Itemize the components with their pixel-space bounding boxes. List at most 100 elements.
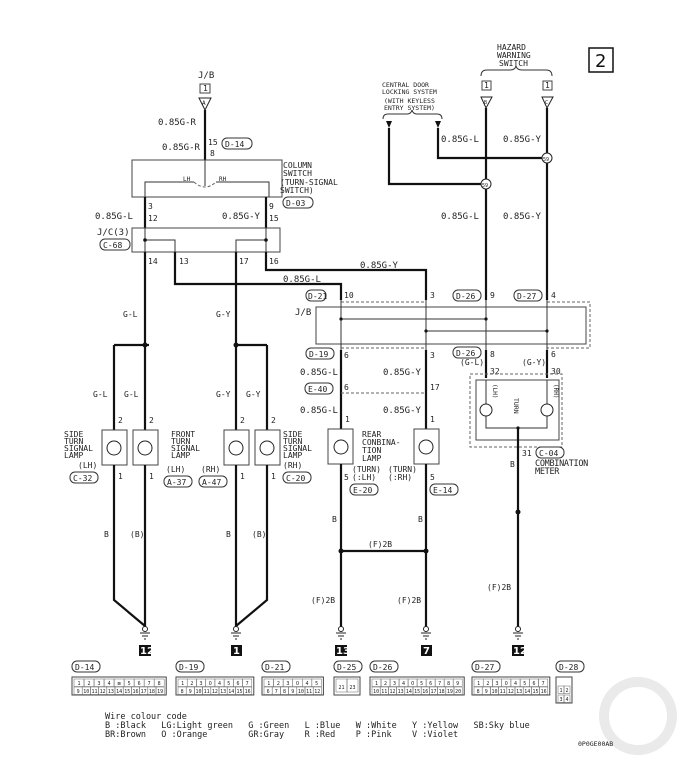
pin-label: 4 — [551, 291, 556, 300]
rear-rh-label: (TURN) — [388, 465, 417, 474]
connector-id: E-20 — [353, 486, 372, 495]
rear-lamp-label: CONBINA- — [362, 438, 401, 447]
connector-pin-cell — [453, 686, 463, 695]
connector-pin-number: 13 — [108, 689, 114, 695]
wire-label: 0.85G-L — [441, 135, 479, 145]
connector-id: E-40 — [308, 385, 327, 394]
wire-label: B — [510, 460, 515, 469]
ground-badge — [421, 645, 432, 656]
pin-label: 30 — [551, 367, 561, 376]
pin-label: 3 — [430, 291, 435, 300]
connector-pin-cell — [563, 694, 571, 703]
ground-badge — [512, 645, 524, 656]
rear-lamp-label: TION — [362, 446, 381, 455]
connector-pin-number: 1 — [559, 688, 562, 694]
pin-label: 13 — [179, 257, 189, 266]
connector-pin-number: 23 — [349, 685, 355, 691]
page-badge: 2 — [595, 51, 606, 72]
wire-label: B — [332, 515, 337, 524]
connector-pin-number: 10 — [373, 689, 379, 695]
ground-icon — [140, 626, 150, 640]
pin-label: 1 — [345, 415, 350, 424]
connector-pin-number: 10 — [491, 689, 497, 695]
connector-pin-number: 8 — [158, 681, 161, 687]
connector-tag-d14 — [221, 137, 253, 150]
hazard-term-letter: C — [545, 100, 548, 106]
diagram-code: 0P0GE00AB — [578, 740, 613, 748]
connector-pin-cell — [311, 678, 322, 687]
connector-pin-number: 11 — [204, 689, 210, 695]
connector-pin-number: 3 — [200, 681, 203, 687]
wire-label: 0.85G-Y — [503, 135, 542, 145]
connector-id: A-37 — [167, 478, 186, 487]
connector-pin-cell — [563, 685, 571, 694]
wire-label: (B) — [130, 530, 144, 539]
connector-pin-number: 14 — [406, 689, 412, 695]
hazard-box-b — [481, 80, 492, 91]
connector-pin-number: 16 — [541, 689, 547, 695]
wire-label: 0.85G-Y — [360, 261, 399, 271]
connector-pin-number: 15 — [124, 689, 130, 695]
side-lamp-rh-label: SIDE — [283, 430, 302, 439]
pin-label: 6 — [344, 351, 349, 360]
pin-label: 3 — [148, 202, 153, 211]
pin-label: 2 — [118, 416, 123, 425]
rear-lamp-label: LAMP — [362, 454, 381, 463]
ground-badge — [231, 645, 242, 656]
watermark-logo — [599, 677, 677, 755]
connector-pin-number: 2 — [277, 681, 280, 687]
connector-tag-d21 — [305, 289, 327, 302]
front-lamp-label: FRONT — [171, 430, 195, 439]
side-lamp-lh-label: TURN — [64, 437, 83, 446]
connector-pin-number: 4 — [565, 697, 568, 703]
wire-label: 0.85G-Y — [503, 212, 542, 222]
pin-label: 15 — [208, 138, 218, 147]
connector-pin-number: 16 — [422, 689, 428, 695]
bulb-icon — [418, 439, 434, 455]
connector-pin-number: 7 — [246, 681, 249, 687]
connector-view-id: D-28 — [559, 663, 578, 672]
jb-top-term-letter: A — [202, 100, 206, 107]
ground-badge — [139, 645, 151, 656]
connector-pin-number: 15 — [236, 689, 242, 695]
pin-label: 2 — [271, 416, 276, 425]
central-door-label: ENTRY SYSTEM) — [384, 104, 435, 112]
connector-pin-number: 3 — [393, 681, 396, 687]
connector-pin-number: 12 — [508, 689, 514, 695]
wire-label: 0.85G-L — [441, 212, 479, 222]
bulb-icon — [137, 440, 153, 456]
connector-pin-number: 2 — [384, 681, 387, 687]
meter-dash-frame — [469, 373, 563, 448]
wire-label: G-Y — [246, 390, 261, 399]
meter-rh-label: (RH) — [552, 384, 559, 398]
connector-pin-number: O — [411, 681, 414, 687]
connector-tag-d26 — [452, 289, 482, 302]
connector-tag-d26b — [452, 346, 482, 359]
wire-colour-legend-line2: BR:Brown O :Orange GR:Gray R :Red P :Pin… — [105, 730, 459, 740]
central-door-label: LOCKING SYSTEM — [382, 88, 437, 96]
page-badge-frame — [588, 47, 614, 73]
connector-id: D-26 — [456, 292, 475, 301]
connector-view-id: D-21 — [265, 663, 284, 672]
wire-label: 0.85G-Y — [383, 406, 422, 416]
pin-label: 9 — [269, 202, 274, 211]
side-lamp-lh-label: SIDE — [64, 430, 83, 439]
pin-label: 5 — [344, 473, 349, 482]
connector-pin-number: 1 — [181, 681, 184, 687]
connector-pin-number: 8 — [477, 689, 480, 695]
connector-pin-number: 17 — [430, 689, 436, 695]
bulb-icon — [106, 440, 122, 456]
bulb-icon — [228, 440, 244, 456]
connector-pin-number: 14 — [228, 689, 234, 695]
side-lamp-rh-label: LAMP — [283, 451, 302, 460]
wire-label: (G-Y) — [522, 358, 546, 367]
ground-number: 12 — [513, 646, 527, 657]
connector-pin-number: 2 — [88, 681, 91, 687]
rear-lh-label: (:LH) — [352, 473, 376, 482]
hazard-box-num: 1 — [484, 81, 489, 90]
connector-pin-cell — [539, 686, 549, 695]
hazard-label: WARNING — [497, 51, 531, 60]
switch-lh: LH — [183, 176, 191, 183]
